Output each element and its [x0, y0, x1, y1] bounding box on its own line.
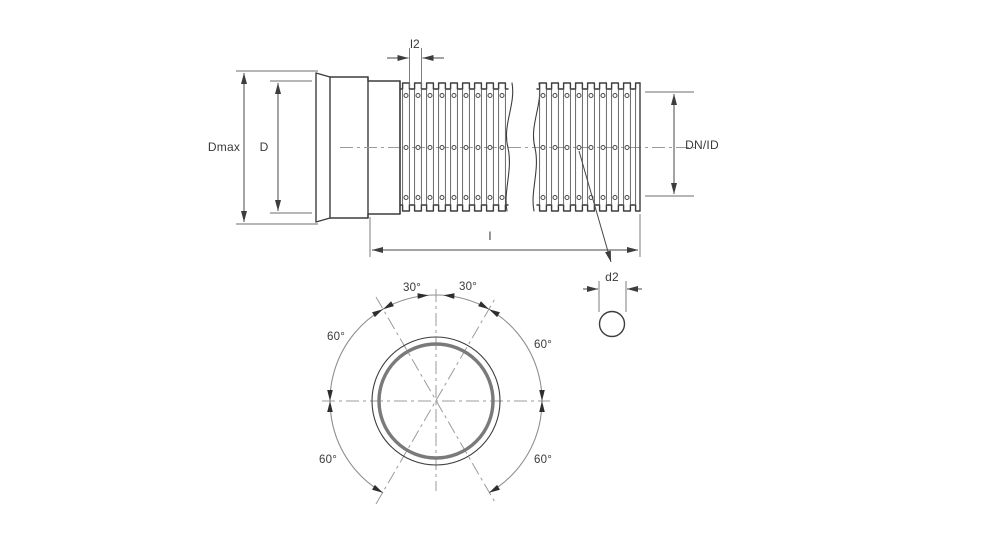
section-diagonal-centerline-nw: [375, 296, 497, 505]
dimension-l: [369, 214, 641, 257]
angle-dimension-arc: [329, 294, 543, 494]
label-angle-60-lower-left: 60°: [319, 454, 337, 466]
pipe-break-lines: [505, 82, 541, 212]
cross-section-view: [322, 289, 550, 505]
label-dn-id: DN/ID: [685, 138, 719, 152]
label-angle-60-upper-left: 60°: [327, 331, 345, 343]
label-angle-60-lower-right: 60°: [534, 454, 552, 466]
dimension-dn-id: [645, 91, 694, 197]
perforation-detail-circle: [598, 310, 626, 338]
corrugated-section-right: [536, 82, 641, 212]
dimension-d: [270, 80, 312, 214]
label-angle-30-top-left: 30°: [403, 282, 421, 294]
angle-arc-arrowheads: [327, 293, 545, 493]
section-diagonal-centerline-ne: [375, 296, 497, 505]
label-dmax: Dmax: [207, 140, 241, 154]
label-l2: l2: [410, 37, 420, 51]
perforation-leader-line: [578, 150, 612, 263]
section-outer-circle: [371, 336, 501, 466]
label-d: D: [259, 140, 269, 154]
corrugated-section-left: [399, 80, 509, 215]
section-wall-ring: [377, 342, 495, 460]
perforation-detail-d2: [583, 281, 642, 338]
label-angle-30-top-right: 30°: [459, 281, 477, 293]
label-d2: d2: [605, 270, 619, 284]
dimension-dmax: [236, 70, 318, 225]
label-l: l: [488, 229, 492, 243]
dimension-l2: [387, 48, 444, 88]
label-angle-60-upper-right: 60°: [534, 339, 552, 351]
